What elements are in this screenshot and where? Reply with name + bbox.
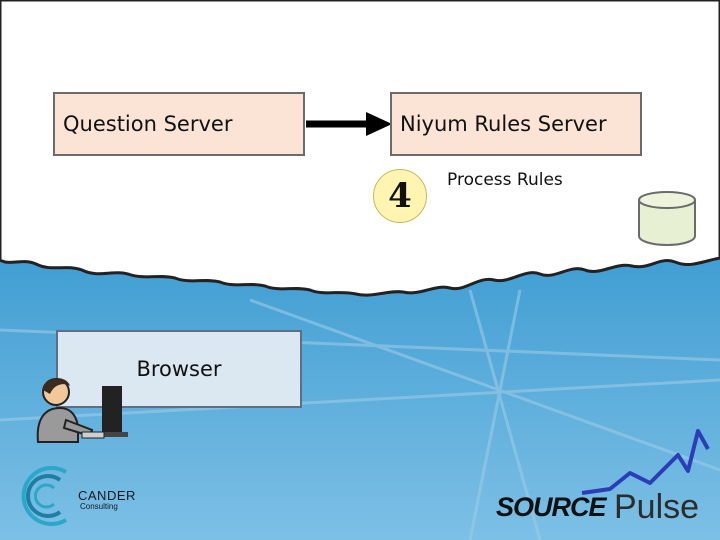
database-icon	[638, 191, 696, 246]
user-at-computer-icon	[36, 378, 128, 443]
cander-logo-icon	[21, 466, 68, 526]
pulse-word: Pulse	[614, 488, 700, 526]
step-label: Process Rules	[447, 170, 563, 190]
cloud-shape	[0, 0, 720, 297]
step-number: 4	[388, 176, 412, 216]
question-server-box: Question Server	[53, 92, 305, 156]
source-word: SOURCE	[496, 492, 607, 522]
cander-sub: Consulting	[80, 502, 118, 511]
rules-server-label: Niyum Rules Server	[400, 112, 607, 136]
question-server-label: Question Server	[63, 112, 233, 136]
flow-arrow	[306, 112, 392, 136]
browser-box: Browser	[56, 330, 302, 408]
step-number-badge: 4	[373, 169, 427, 223]
cander-name: CANDER	[78, 488, 136, 503]
rules-server-box: Niyum Rules Server	[390, 92, 642, 156]
browser-label: Browser	[136, 357, 222, 381]
pulse-line-icon	[581, 429, 710, 495]
